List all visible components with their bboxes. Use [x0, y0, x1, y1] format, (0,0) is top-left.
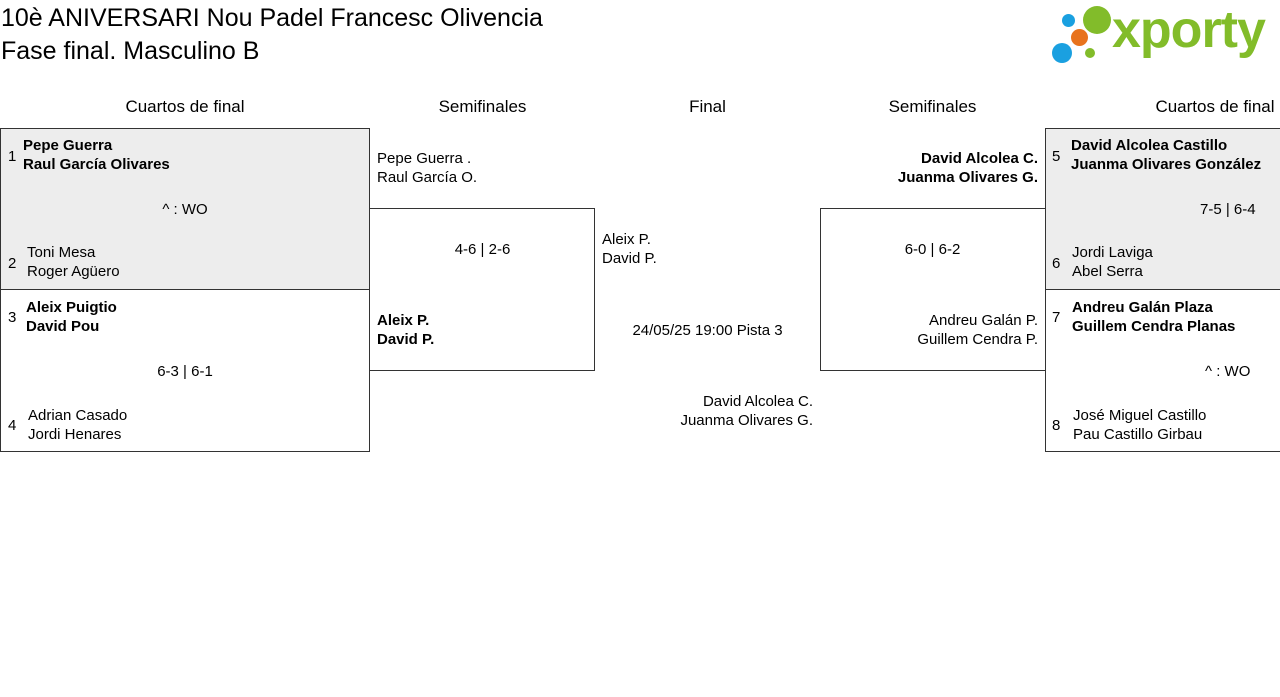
tournament-title: 10è ANIVERSARI Nou Padel Francesc Oliven… — [1, 4, 543, 32]
match-score: 6-3 | 6-1 — [157, 363, 213, 380]
player-name: David P. — [377, 331, 435, 348]
logo-dot-green-small-icon — [1085, 48, 1095, 58]
match-card-qf-left-2[interactable]: 3 Aleix Puigtio David Pou 6-3 | 6-1 4 Ad… — [0, 289, 370, 452]
match-card-sf-left[interactable] — [369, 208, 595, 371]
player-name: Aleix P. — [602, 231, 651, 248]
seed-number: 2 — [8, 255, 17, 272]
player-name: Pau Castillo Girbau — [1073, 426, 1203, 443]
logo-wordmark: xporty — [1112, 1, 1266, 59]
seed-number: 1 — [8, 148, 17, 165]
player-name: Abel Serra — [1072, 263, 1143, 280]
seed-number: 5 — [1052, 148, 1061, 165]
player-name: David Pou — [26, 318, 100, 335]
seed-number: 3 — [8, 309, 17, 326]
column-header-qf-left: Cuartos de final — [125, 97, 245, 116]
player-name: Juanma Olivares González — [1071, 156, 1262, 173]
final-schedule: 24/05/25 19:00 Pista 3 — [632, 322, 783, 339]
player-name: Jordi Laviga — [1072, 244, 1153, 261]
player-name: Juanma Olivares G. — [897, 169, 1038, 186]
player-name: David Alcolea C. — [702, 393, 813, 410]
player-name: Aleix P. — [377, 312, 430, 329]
player-name: Guillem Cendra Planas — [1072, 318, 1236, 335]
player-name: David Alcolea Castillo — [1071, 137, 1228, 154]
match-card-qf-right-2[interactable]: 7 Andreu Galán Plaza Guillem Cendra Plan… — [1045, 289, 1280, 452]
player-name: David P. — [602, 250, 657, 267]
column-header-final: Final — [689, 97, 726, 116]
match-score: ^ : WO — [1205, 363, 1251, 380]
player-name: Juanma Olivares G. — [680, 412, 813, 429]
player-name: Toni Mesa — [27, 244, 96, 261]
seed-number: 8 — [1052, 417, 1061, 434]
player-name: Andreu Galán Plaza — [1072, 299, 1213, 316]
player-name: Pepe Guerra — [23, 137, 113, 154]
seed-number: 6 — [1052, 255, 1061, 272]
column-header-sf-left: Semifinales — [438, 97, 527, 116]
player-name: David Alcolea C. — [921, 150, 1038, 167]
player-name: Raul García Olivares — [23, 156, 170, 173]
match-score: 6-0 | 6-2 — [904, 241, 961, 258]
phase-subtitle: Fase final. Masculino B — [1, 37, 260, 65]
seed-number: 4 — [8, 417, 17, 434]
match-score: 4-6 | 2-6 — [454, 241, 511, 258]
player-name: Aleix Puigtio — [26, 299, 117, 316]
logo-dot-orange-icon — [1071, 29, 1088, 46]
match-score: ^ : WO — [162, 201, 208, 218]
column-header-sf-right: Semifinales — [888, 97, 977, 116]
match-card-qf-left-1[interactable]: 1 Pepe Guerra Raul García Olivares ^ : W… — [0, 128, 370, 290]
player-name: Guillem Cendra P. — [917, 331, 1038, 348]
player-name: Raul García O. — [377, 169, 478, 186]
player-name: Adrian Casado — [28, 407, 128, 424]
logo-dot-blue-small-icon — [1062, 14, 1075, 27]
player-name: Andreu Galán P. — [929, 312, 1038, 329]
player-name: Jordi Henares — [28, 426, 122, 443]
seed-number: 7 — [1052, 309, 1061, 326]
player-name: Pepe Guerra . — [377, 150, 472, 167]
match-card-qf-right-1[interactable]: 5 David Alcolea Castillo Juanma Olivares… — [1045, 128, 1280, 290]
player-name: José Miguel Castillo — [1073, 407, 1207, 424]
column-header-qf-right: Cuartos de final — [1155, 97, 1275, 116]
logo-dot-green-icon — [1083, 6, 1111, 34]
player-name: Roger Agüero — [27, 263, 120, 280]
logo-dot-blue-icon — [1052, 43, 1072, 63]
xporty-logo[interactable]: xporty — [1050, 1, 1278, 68]
match-score: 7-5 | 6-4 — [1200, 201, 1256, 218]
